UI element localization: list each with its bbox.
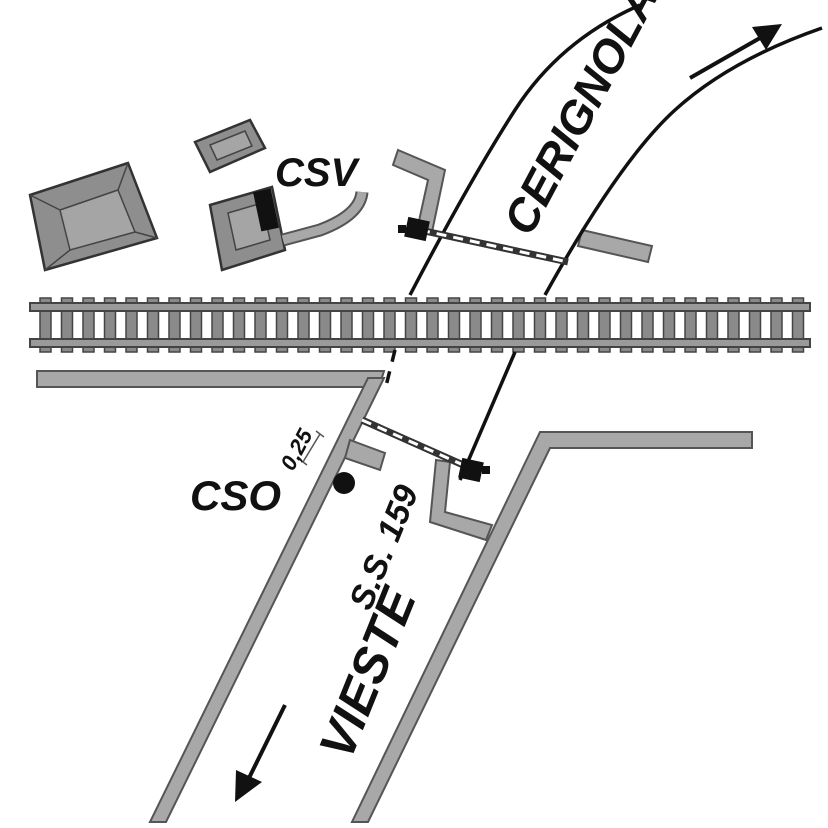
track-sleeper [469,297,482,353]
barrier-north [398,216,569,266]
signal-south-label: CSO [190,472,281,519]
track-sleeper [82,297,95,353]
track-sleeper [748,297,762,353]
road-curb-cso [343,438,387,472]
track-sleeper [232,297,246,353]
track-sleeper [125,297,138,353]
track-sleeper [512,297,525,353]
road-stub-east [576,228,654,264]
track-sleeper [576,297,590,353]
level-crossing-barrier-icon [404,216,430,242]
track-sleeper [168,297,181,353]
barrier-south [360,416,490,483]
railway-track [29,297,811,353]
building-small [193,118,267,174]
building-large [28,161,159,272]
destination-north-label: CERIGNOLA [493,0,668,243]
track-sleeper [404,297,418,353]
track-sleeper [727,297,740,353]
track-sleeper [641,297,654,353]
track-sleeper [318,297,332,353]
road-left-horizontal [36,370,386,388]
track-sleeper [684,297,697,353]
track-sleeper [490,297,504,353]
track-sleeper [254,297,267,353]
rail-north [29,302,811,312]
track-sleeper [533,297,547,353]
track-sleeper [211,297,224,353]
roads [36,148,753,823]
track-sleeper [662,297,676,353]
track-sleeper [146,297,160,353]
rail-south [29,338,811,348]
buildings [28,118,369,272]
track-sleepers [39,297,805,353]
track-sleeper [39,297,52,353]
arrow-up-right-icon [689,24,782,80]
building-crossing-keeper [208,185,287,272]
track-sleeper [275,297,289,353]
track-sleeper [383,297,396,353]
track-sleeper [705,297,719,353]
control-cabin [253,188,279,232]
signal-north-label: CSV [275,151,361,195]
distance-marker [298,430,325,466]
track-sleeper [447,297,461,353]
arrow-down-left-icon [235,704,287,802]
track-sleeper [340,297,353,353]
signal-dot-icon [333,472,355,494]
road-ss159-west-edge [148,377,386,823]
track-sleeper [189,297,203,353]
level-crossing-barrier-icon [458,457,484,483]
track-sleeper [60,297,74,353]
track-sleeper [361,297,375,353]
track-sleeper [619,297,633,353]
track-sleeper [426,297,439,353]
track-sleeper [791,297,805,353]
track-sleeper [297,297,310,353]
road-name-label: S.S. 159 [342,480,426,615]
road-ss159-east-edge [350,431,753,823]
carriageway-line-east [543,26,823,296]
track-sleeper [770,297,783,353]
track-sleeper [555,297,568,353]
track-sleeper [103,297,117,353]
track-sleeper [598,297,611,353]
